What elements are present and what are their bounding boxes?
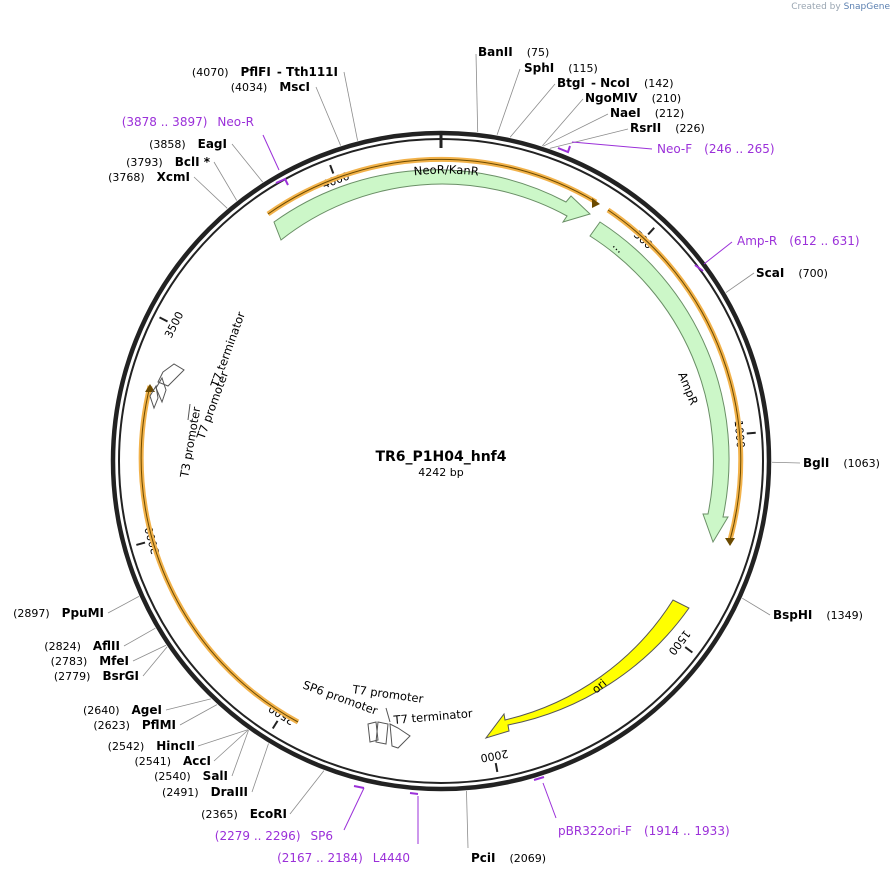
tick-mark-2000 (494, 762, 499, 773)
tick-mark-3000 (136, 541, 146, 546)
tick-label-3500: 3500 (162, 309, 186, 340)
feature-label-ampr: AmpR (675, 370, 701, 407)
site-bcli: (3793)BclI * (126, 155, 211, 169)
primer-markers (275, 145, 704, 795)
site-leader-2 (509, 83, 556, 138)
primer-neo-r: (3878 .. 3897)Neo-R (122, 115, 254, 129)
site-agei: (2640)AgeI (83, 703, 162, 717)
site-leader-24 (315, 86, 341, 146)
site-rsrii: RsrII(226) (630, 121, 705, 135)
primer-leader-lines (262, 134, 733, 844)
feature-label-divider-a (187, 403, 191, 421)
orf-arc-left-core (140, 385, 299, 723)
plasmid-length: 4242 bp (418, 466, 463, 479)
site-draiii: (2491)DraIII (162, 785, 248, 799)
site-leader-3 (542, 98, 584, 147)
site-leader-19 (123, 627, 156, 647)
site-leader-7 (771, 461, 801, 464)
site-eagi: (3858)EagI (149, 137, 227, 151)
site-pflfi-tth111i: (4070)PflFI- Tth111I (192, 65, 338, 79)
primer-pbr322ori-f: pBR322ori-F(1914 .. 1933) (558, 824, 730, 838)
site-leader-6 (725, 272, 755, 293)
orf-arrowhead-amp (725, 538, 735, 546)
feature-label-neor: NeoR/KanR (413, 163, 480, 179)
site-ppumi: (2897)PpuMI (13, 606, 104, 620)
primer-sp6: (2279 .. 2296)SP6 (215, 829, 333, 843)
primer-neo-f: Neo-F(246 .. 265) (657, 142, 775, 156)
site-leader-23 (231, 143, 264, 183)
site-bgli: BglI(1063) (803, 456, 880, 470)
site-banii: BanII(75) (478, 45, 549, 59)
site-leader-18 (132, 644, 167, 662)
site-leader-5 (549, 128, 629, 149)
site-aflii: (2824)AflII (44, 639, 120, 653)
site-leader-15 (179, 704, 218, 726)
site-leader-8 (742, 597, 771, 616)
left-regulatory-glyphs (149, 363, 185, 410)
orf-arrowhead-neo (592, 198, 600, 208)
site-bsphi: BspHI(1349) (773, 608, 863, 622)
snapgene-watermark: Created by SnapGene (791, 2, 890, 12)
site-leader-22 (213, 161, 238, 201)
site-leader-11 (251, 743, 269, 793)
site-leader-20 (107, 596, 140, 614)
primer-labels: (3878 .. 3897)Neo-R Neo-F(246 .. 265) Am… (122, 115, 860, 865)
site-leader-16 (165, 698, 211, 711)
site-leader-25 (343, 71, 358, 141)
site-sphi: SphI(115) (524, 61, 598, 75)
bottom-regulatory-glyphs (367, 721, 411, 749)
tick-label-2000: 2000 (479, 747, 509, 765)
site-leader-1 (496, 68, 521, 135)
site-xcmi: (3768)XcmI (108, 170, 190, 184)
site-leader-lines (107, 53, 801, 849)
tick-mark-500 (647, 227, 655, 236)
site-ngomiv: NgoMIV(210) (585, 91, 681, 105)
tick-mark-1500 (684, 646, 693, 654)
orf-arc-amp-core (607, 209, 742, 541)
feature-label-t3-promoter: T3 promoter (177, 406, 203, 480)
primer-l4440: (2167 .. 2184)L4440 (277, 851, 410, 865)
site-scai: ScaI(700) (756, 266, 828, 280)
orf-arc-neo-core (267, 158, 597, 215)
site-ecori: (2365)EcoRI (201, 807, 287, 821)
site-labels: BanII(75) SphI(115) BtgI- NcoI(142) NgoM… (13, 45, 880, 865)
feature-neor-kanr (273, 169, 591, 241)
site-leader-4 (543, 113, 609, 147)
site-leader-17 (142, 646, 168, 677)
site-naei: NaeI(212) (610, 106, 684, 120)
watermark-brand: SnapGene (843, 2, 890, 12)
tick-mark-1000 (746, 431, 756, 435)
primer-amp-r: Amp-R(612 .. 631) (737, 234, 860, 248)
site-acci: (2541)AccI (134, 754, 211, 768)
orf-arrowhead-left (145, 384, 155, 392)
site-sali: (2540)SalI (154, 769, 228, 783)
tick-mark-2500 (271, 720, 279, 730)
site-leader-14 (197, 729, 248, 747)
feature-label-t7-terminator-b: T7 terminator (392, 706, 473, 727)
site-bsrgi: (2779)BsrGI (54, 669, 139, 683)
site-mfei: (2783)MfeI (51, 654, 129, 668)
site-leader-9 (466, 791, 469, 849)
feature-ori (484, 599, 690, 739)
site-pcii: PciI(2069) (471, 851, 546, 865)
site-leader-12 (231, 730, 249, 777)
orf-arc-left (138, 385, 300, 725)
site-leader-21 (193, 176, 228, 209)
feature-label-divider-b (385, 707, 391, 723)
tick-mark-4000 (329, 164, 335, 174)
site-pflmi: (2623)PflMI (93, 718, 176, 732)
feature-ampr (589, 221, 730, 544)
site-btgi-ncoi: BtgI- NcoI(142) (557, 76, 674, 90)
site-leader-0 (475, 53, 479, 133)
site-hincii: (2542)HincII (108, 739, 195, 753)
site-leader-10 (289, 770, 325, 815)
site-msci: (4034)MscI (231, 80, 310, 94)
watermark-prefix: Created by (791, 2, 841, 12)
plasmid-name: TR6_P1H04_hnf4 (375, 449, 506, 465)
tick-mark-3500 (159, 316, 168, 323)
site-leader-13 (213, 729, 249, 762)
